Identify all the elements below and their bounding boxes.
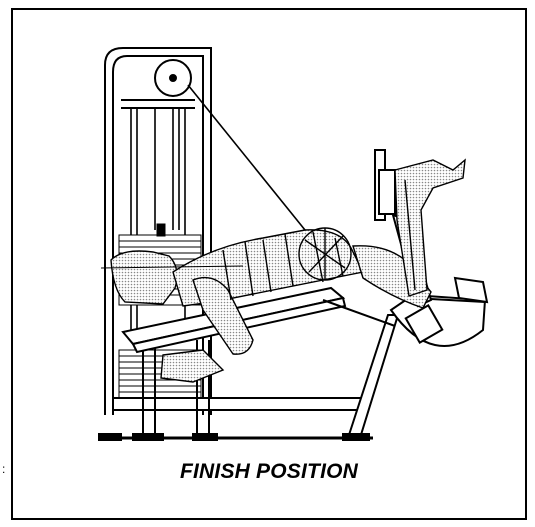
figure-caption: FINISH POSITION [179, 460, 358, 483]
machine-illustration [98, 47, 489, 441]
edge-mark: : [2, 462, 6, 476]
person-figure-icon [100, 158, 466, 383]
figure-frame: FINISH POSITION [11, 8, 527, 520]
base-frame [98, 314, 400, 441]
pulley-icon [154, 59, 192, 97]
cable-line [187, 84, 306, 231]
